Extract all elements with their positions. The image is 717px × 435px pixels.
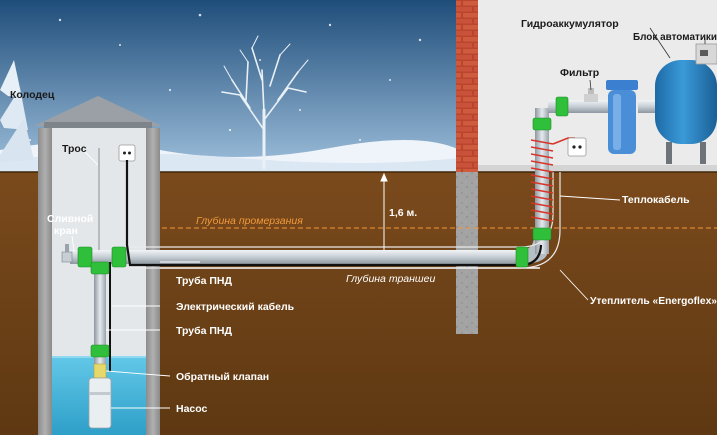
leader-lines: [71, 146, 621, 409]
well-roof: [34, 96, 162, 126]
label-filter: Фильтр: [560, 67, 599, 79]
fitting-house-pipe: [555, 96, 569, 117]
fittings: [77, 96, 569, 358]
brick-wall: [456, 0, 478, 172]
label-insulation: Утеплитель «Energoflex»: [590, 295, 717, 307]
main-pipe: [70, 250, 525, 264]
fitting-tee-right: [111, 246, 127, 268]
label-check-valve: Обратный клапан: [176, 371, 269, 383]
accumulator-icon: [655, 60, 717, 164]
fitting-lower: [90, 344, 110, 358]
freezing-depth-label: Глубина промерзания: [196, 215, 303, 227]
fitting-tee-left: [77, 246, 93, 268]
well-wall-left: [38, 128, 52, 435]
well-wall-right: [146, 128, 160, 435]
pump-icon: [88, 377, 112, 429]
label-heat-cable: Теплокабель: [622, 194, 690, 206]
label-pipe-pnd-2: Труба ПНД: [176, 325, 233, 337]
depth-value-label: 1,6 м.: [389, 207, 417, 219]
leader-lines-dark: [589, 27, 706, 91]
filter-icon: [584, 80, 638, 154]
drain-valve-icon: [61, 244, 73, 263]
fitting-elbow-bottom: [515, 246, 529, 268]
automation-block-icon: [695, 43, 717, 65]
house-socket-icon: [567, 137, 587, 157]
label-accumulator: Гидроаккумулятор: [521, 18, 619, 30]
label-electric-cable: Электрический кабель: [176, 301, 295, 313]
label-automation-block: Блок автоматики: [633, 31, 717, 43]
label-drain-valve-2: кран: [54, 225, 78, 237]
fitting-vertical: [90, 261, 110, 275]
label-rope: Трос: [62, 143, 87, 155]
check-valve-icon: [93, 363, 107, 379]
house-pipe-2: [638, 100, 658, 113]
snowflakes: [29, 13, 422, 141]
well-socket-icon: [118, 144, 136, 162]
label-pipe-pnd-1: Труба ПНД: [176, 275, 233, 287]
bare-tree-icon: [221, 35, 309, 170]
house-floor: [478, 165, 717, 172]
vertical-pipe: [94, 258, 106, 376]
fitting-riser-low: [532, 227, 552, 241]
label-drain-valve-1: Сливной: [47, 213, 93, 225]
label-well: Колодец: [10, 89, 55, 101]
trench-depth-label: Глубина траншеи: [346, 273, 435, 285]
fir-tree: [0, 60, 34, 162]
electric-cable: [125, 160, 543, 267]
fitting-riser-high: [532, 117, 552, 131]
label-pump: Насос: [176, 403, 208, 415]
riser-pipe: [535, 108, 549, 254]
